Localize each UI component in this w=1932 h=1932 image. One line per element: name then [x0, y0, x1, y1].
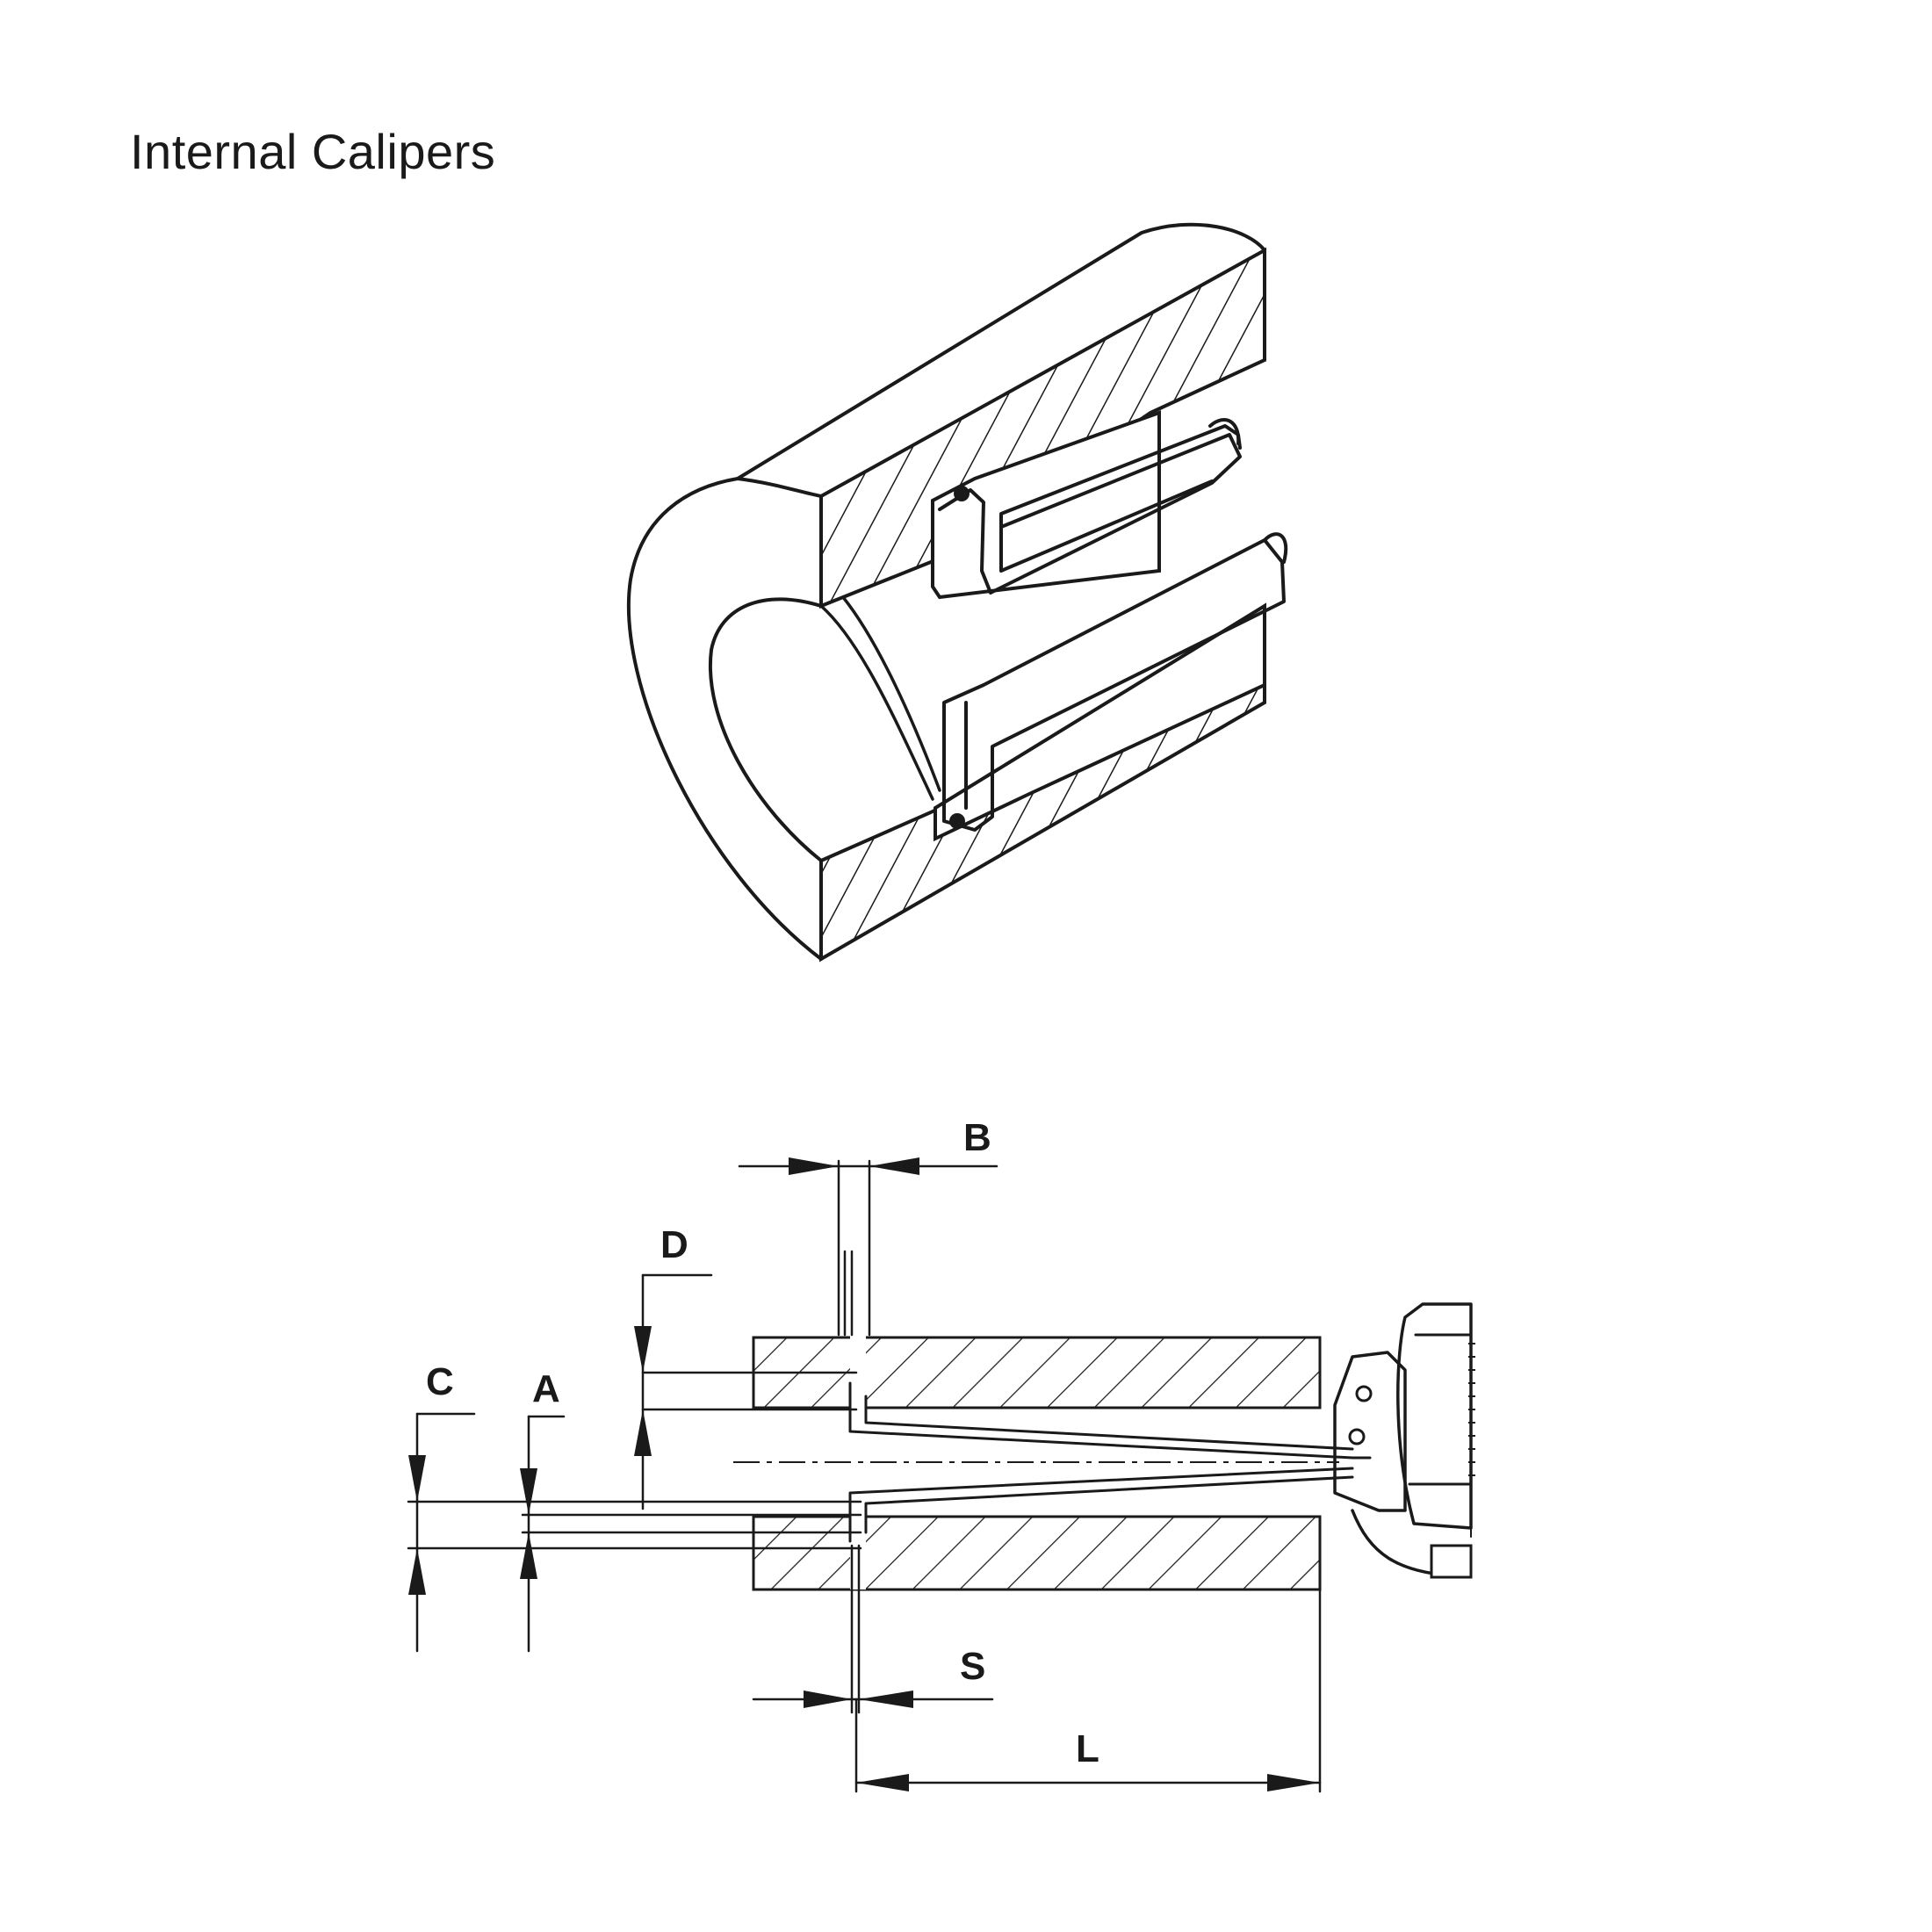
gauge-dial — [1396, 1302, 1473, 1530]
lower-recess — [934, 602, 1266, 842]
label-l: L — [1076, 1727, 1099, 1770]
tube-front-face — [736, 477, 823, 498]
gauge-pivot-upper — [1355, 1385, 1373, 1402]
bore-opening — [708, 597, 823, 862]
lower-caliper-jaw — [942, 538, 1286, 832]
caliper-upper-arm — [848, 1381, 1372, 1460]
lower-wall-block — [752, 1515, 1322, 1591]
label-d: D — [660, 1223, 688, 1266]
page-title: Internal Calipers — [130, 124, 496, 179]
label-a: A — [532, 1367, 560, 1410]
dimension-c — [407, 1412, 862, 1653]
tube-outer-shell — [626, 222, 1266, 961]
label-s: S — [960, 1645, 985, 1688]
upper-contact-ball — [954, 486, 970, 501]
dimension-b — [738, 1157, 998, 1337]
caliper-lower-arm — [848, 1467, 1354, 1543]
section-drawing: B D C A S L — [407, 1116, 1475, 1793]
upper-caliper-jaw — [938, 424, 1242, 595]
cutaway-illustration — [626, 222, 1288, 962]
dimension-l — [854, 1588, 1322, 1793]
gauge-pivot-lower — [1348, 1428, 1366, 1445]
dimension-a — [520, 1415, 862, 1653]
label-b: B — [963, 1116, 991, 1159]
dimension-d — [634, 1273, 858, 1510]
lower-contact-ball — [949, 813, 965, 829]
upper-recess — [931, 410, 1161, 600]
dimension-s — [752, 1544, 994, 1714]
label-c: C — [426, 1360, 454, 1403]
gauge-body — [1333, 1351, 1407, 1512]
